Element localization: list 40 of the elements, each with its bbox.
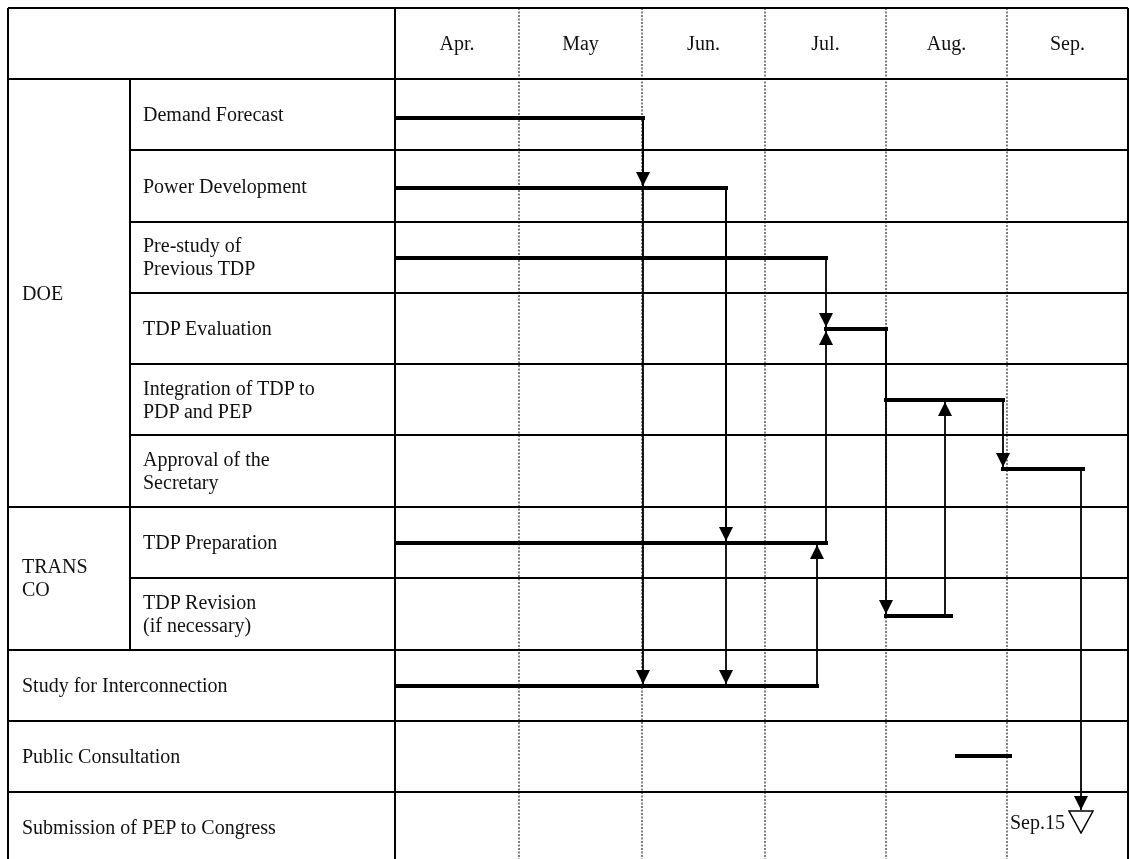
arrow — [719, 189, 733, 685]
schedule-bar — [395, 186, 728, 190]
column-header: Sep. — [1050, 31, 1085, 55]
row-label: Demand Forecast — [143, 102, 284, 126]
date-label: Sep.15 — [1010, 810, 1065, 834]
row-label: TDP Evaluation — [143, 316, 272, 340]
row-label: TDP Revision (if necessary) — [143, 591, 258, 637]
row-label: Submission of PEP to Congress — [22, 815, 276, 839]
column-header: Jul. — [811, 31, 840, 55]
column-header: May — [562, 31, 599, 55]
row-label: Approval of the Secretary — [143, 448, 271, 494]
column-header: Jun. — [687, 31, 720, 55]
arrow — [810, 544, 824, 685]
row-label: Study for Interconnection — [22, 673, 228, 697]
row-label: Integration of TDP to PDP and PEP — [143, 377, 316, 423]
arrow — [879, 330, 893, 615]
schedule-bar — [884, 614, 953, 618]
schedule-bar — [1001, 467, 1085, 471]
schedule-bar — [395, 684, 819, 688]
schedule-bar — [395, 256, 828, 260]
row-label: Pre-study of Previous TDP — [143, 234, 257, 280]
column-header: Apr. — [439, 31, 475, 55]
row-label: TDP Preparation — [143, 530, 278, 554]
schedule-bar — [395, 116, 645, 120]
schedule-bar — [824, 327, 888, 331]
row-label: Public Consultation — [22, 744, 181, 768]
arrow — [996, 401, 1010, 468]
arrow — [819, 330, 833, 542]
column-header: Aug. — [926, 31, 967, 55]
schedule-bar — [884, 398, 1005, 402]
row-label: DOE — [22, 281, 64, 305]
arrow — [819, 259, 833, 328]
arrow — [1074, 470, 1088, 811]
row-label: TRANS CO — [22, 555, 89, 601]
row-label: Power Development — [143, 174, 307, 198]
milestone-triangle — [1068, 810, 1094, 834]
arrow — [636, 119, 650, 685]
arrow — [938, 401, 952, 615]
schedule-bar — [955, 754, 1012, 758]
schedule-bar — [395, 541, 828, 545]
